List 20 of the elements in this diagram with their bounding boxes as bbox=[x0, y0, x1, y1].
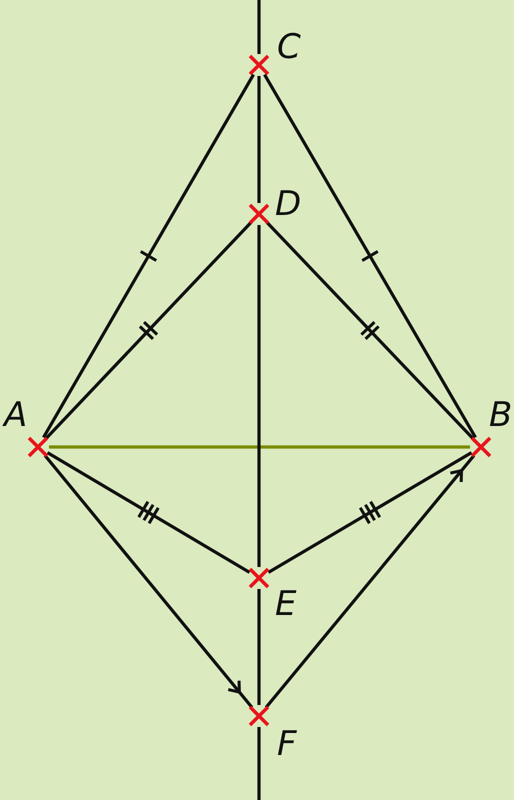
line-segment bbox=[257, 225, 261, 567]
point-label: A bbox=[4, 395, 28, 435]
point-label: F bbox=[277, 724, 297, 764]
arrow bbox=[264, 454, 476, 709]
line-segment bbox=[257, 589, 261, 705]
line-segment bbox=[42, 74, 255, 438]
point-label: E bbox=[275, 584, 296, 624]
line-segment bbox=[257, 76, 261, 203]
point-label: D bbox=[275, 184, 302, 224]
line-segment bbox=[44, 220, 253, 440]
line-segment bbox=[46, 451, 250, 574]
line-segment bbox=[265, 220, 475, 440]
line-segment bbox=[49, 445, 470, 449]
point-label: B bbox=[489, 395, 512, 435]
line-segment bbox=[257, 727, 261, 800]
line-segment bbox=[263, 74, 477, 438]
line-segment bbox=[257, 0, 261, 54]
point-label: C bbox=[277, 27, 301, 67]
arrow bbox=[44, 454, 254, 709]
line-segment bbox=[268, 451, 472, 574]
